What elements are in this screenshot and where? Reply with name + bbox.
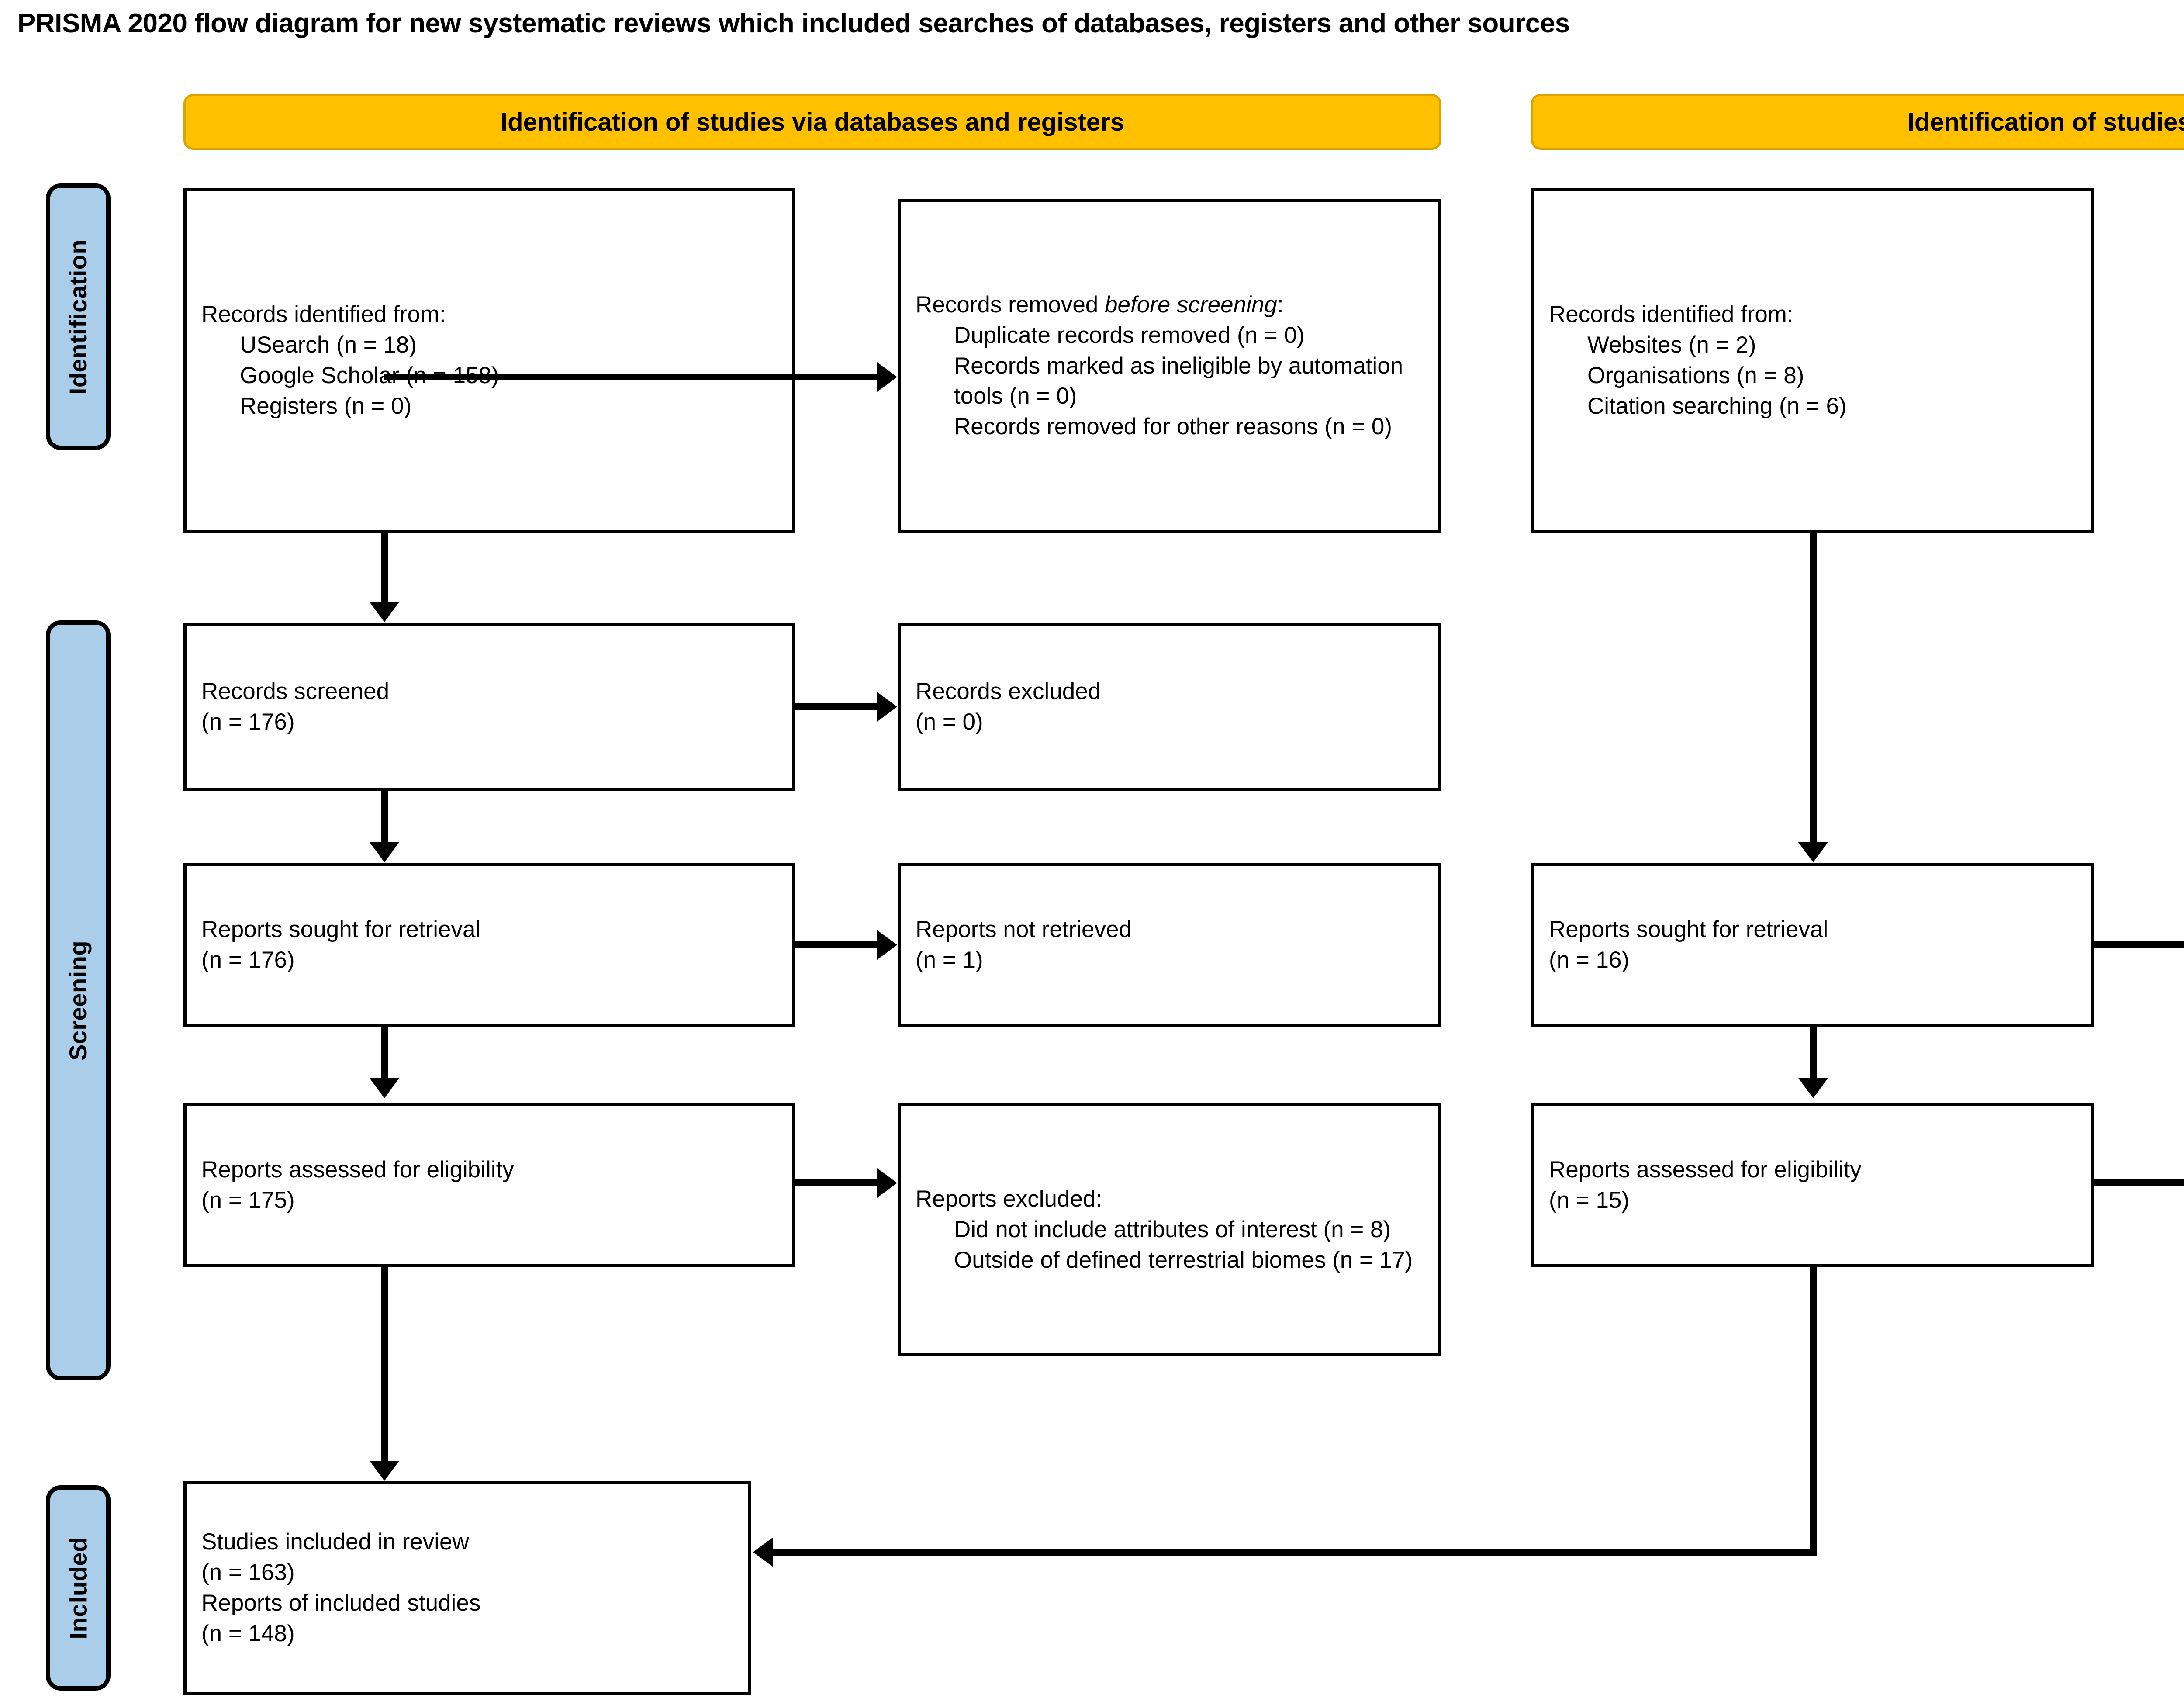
box-reports-not-retrieved-databases: Reports not retrieved (n = 1): [898, 863, 1441, 1027]
box-records-excluded: Records excluded (n = 0): [898, 623, 1441, 791]
box-studies-included: Studies included in review (n = 163) Rep…: [183, 1481, 751, 1695]
records-screened-label: Records screened: [201, 678, 390, 704]
reports-sought-db-count: (n = 176): [201, 947, 295, 973]
studies-included-label: Studies included in review: [201, 1529, 469, 1555]
reports-not-retrieved-db-label: Reports not retrieved: [916, 916, 1132, 942]
arrowhead-sought-to-not-retrieved-db: [877, 930, 897, 960]
records-identified-other-item-2: Citation searching (n = 6): [1587, 393, 1847, 419]
records-excluded-label: Records excluded: [916, 678, 1101, 704]
reports-sought-db-label: Reports sought for retrieval: [201, 916, 481, 942]
stage-label-included: Included: [46, 1485, 111, 1691]
page-title: PRISMA 2020 flow diagram for new systema…: [17, 8, 1570, 38]
studies-included-count: (n = 163): [201, 1560, 295, 1586]
records-removed-item-2: Records removed for other reasons (n = 0…: [954, 414, 1393, 440]
arrowhead-sought-to-assessed-db: [370, 1078, 399, 1098]
connector-assessed-to-included: [381, 1267, 388, 1463]
box-reports-sought-other: Reports sought for retrieval (n = 16): [1531, 863, 2094, 1027]
reports-excluded-db-item-1: Outside of defined terrestrial biomes (n…: [954, 1247, 1413, 1273]
records-removed-heading-italic: before screening: [1105, 291, 1277, 318]
reports-sought-other-count: (n = 16): [1549, 947, 1630, 973]
banner-other-label: Identification of studies via other meth…: [1907, 107, 2184, 136]
records-removed-item-0: Duplicate records removed (n = 0): [954, 322, 1305, 348]
connector-other-to-included-vertical: [1810, 1267, 1817, 1555]
records-identified-db-heading: Records identified from:: [201, 301, 446, 328]
stage-label-identification: Identification: [46, 183, 111, 450]
box-reports-sought-databases: Reports sought for retrieval (n = 176): [183, 863, 795, 1027]
connector-screened-to-sought: [381, 791, 388, 843]
box-records-identified-databases: Records identified from: USearch (n = 18…: [183, 188, 795, 533]
records-removed-heading: Records removed before screening:: [916, 290, 1424, 320]
records-screened-count: (n = 176): [201, 709, 295, 735]
connector-sought-to-assessed-other: [1810, 1027, 1817, 1079]
reports-assessed-db-label: Reports assessed for eligibility: [201, 1156, 514, 1183]
stage-included-text: Included: [64, 1536, 92, 1639]
reports-assessed-db-count: (n = 175): [201, 1187, 295, 1213]
arrowhead-screened-to-sought: [370, 842, 399, 862]
box-reports-assessed-other: Reports assessed for eligibility (n = 15…: [1531, 1103, 2094, 1267]
connector-sought-to-assessed-db: [381, 1027, 388, 1079]
arrowhead-identified-to-screened: [370, 602, 399, 622]
arrowhead-assessed-to-excluded-db: [877, 1168, 897, 1198]
arrowhead-sought-to-assessed-other: [1798, 1078, 1828, 1098]
connector-screened-to-excluded: [795, 703, 879, 710]
stage-screening-text: Screening: [64, 940, 92, 1061]
arrowhead-screened-to-excluded: [877, 692, 897, 722]
records-identified-db-item-2: Registers (n = 0): [240, 393, 412, 419]
records-identified-db-item-0: USearch (n = 18): [240, 332, 417, 358]
connector-identified-other-to-sought: [1810, 533, 1817, 843]
box-records-screened: Records screened (n = 176): [183, 623, 795, 791]
connector-assessed-to-excluded-db: [795, 1179, 879, 1186]
records-removed-heading-colon: :: [1277, 291, 1284, 318]
box-records-removed-before-screening: Records removed before screening: Duplic…: [898, 199, 1441, 533]
reports-excluded-db-heading: Reports excluded:: [916, 1186, 1102, 1212]
connector-other-to-included-horizontal: [773, 1549, 1817, 1556]
connector-assessed-to-excluded-other: [2094, 1179, 2184, 1186]
records-identified-other-heading: Records identified from:: [1549, 301, 1794, 328]
stage-label-screening: Screening: [46, 620, 111, 1380]
banner-identification-databases: Identification of studies via databases …: [183, 94, 1441, 150]
banner-identification-other: Identification of studies via other meth…: [1531, 94, 2184, 150]
records-removed-heading-plain: Records removed: [916, 291, 1105, 318]
reports-included-count: (n = 148): [201, 1620, 295, 1646]
records-excluded-count: (n = 0): [916, 709, 983, 735]
records-identified-other-item-1: Organisations (n = 8): [1587, 363, 1804, 388]
connector-sought-to-not-retrieved-other: [2094, 941, 2184, 948]
arrowhead-assessed-to-included: [370, 1461, 399, 1481]
banner-databases-label: Identification of studies via databases …: [501, 107, 1124, 136]
reports-not-retrieved-db-count: (n = 1): [916, 947, 983, 973]
arrowhead-identified-to-removed: [877, 362, 897, 392]
reports-excluded-db-item-0: Did not include attributes of interest (…: [954, 1217, 1391, 1243]
box-records-identified-other: Records identified from: Websites (n = 2…: [1531, 188, 2094, 533]
reports-assessed-other-label: Reports assessed for eligibility: [1549, 1156, 1862, 1183]
reports-assessed-other-count: (n = 15): [1549, 1187, 1630, 1213]
records-identified-other-item-0: Websites (n = 2): [1587, 332, 1756, 358]
stage-identification-text: Identification: [64, 239, 92, 394]
box-reports-assessed-databases: Reports assessed for eligibility (n = 17…: [183, 1103, 795, 1267]
connector-identified-to-removed: [384, 374, 878, 380]
arrowhead-identified-other-to-sought: [1798, 842, 1828, 862]
reports-sought-other-label: Reports sought for retrieval: [1549, 916, 1828, 942]
reports-included-label: Reports of included studies: [201, 1590, 481, 1616]
box-reports-excluded-databases: Reports excluded: Did not include attrib…: [898, 1103, 1441, 1356]
connector-sought-to-not-retrieved-db: [795, 941, 879, 948]
connector-identified-to-screened: [381, 533, 388, 603]
records-removed-item-1: Records marked as ineligible by automati…: [954, 353, 1403, 409]
arrowhead-other-to-included: [753, 1537, 773, 1567]
